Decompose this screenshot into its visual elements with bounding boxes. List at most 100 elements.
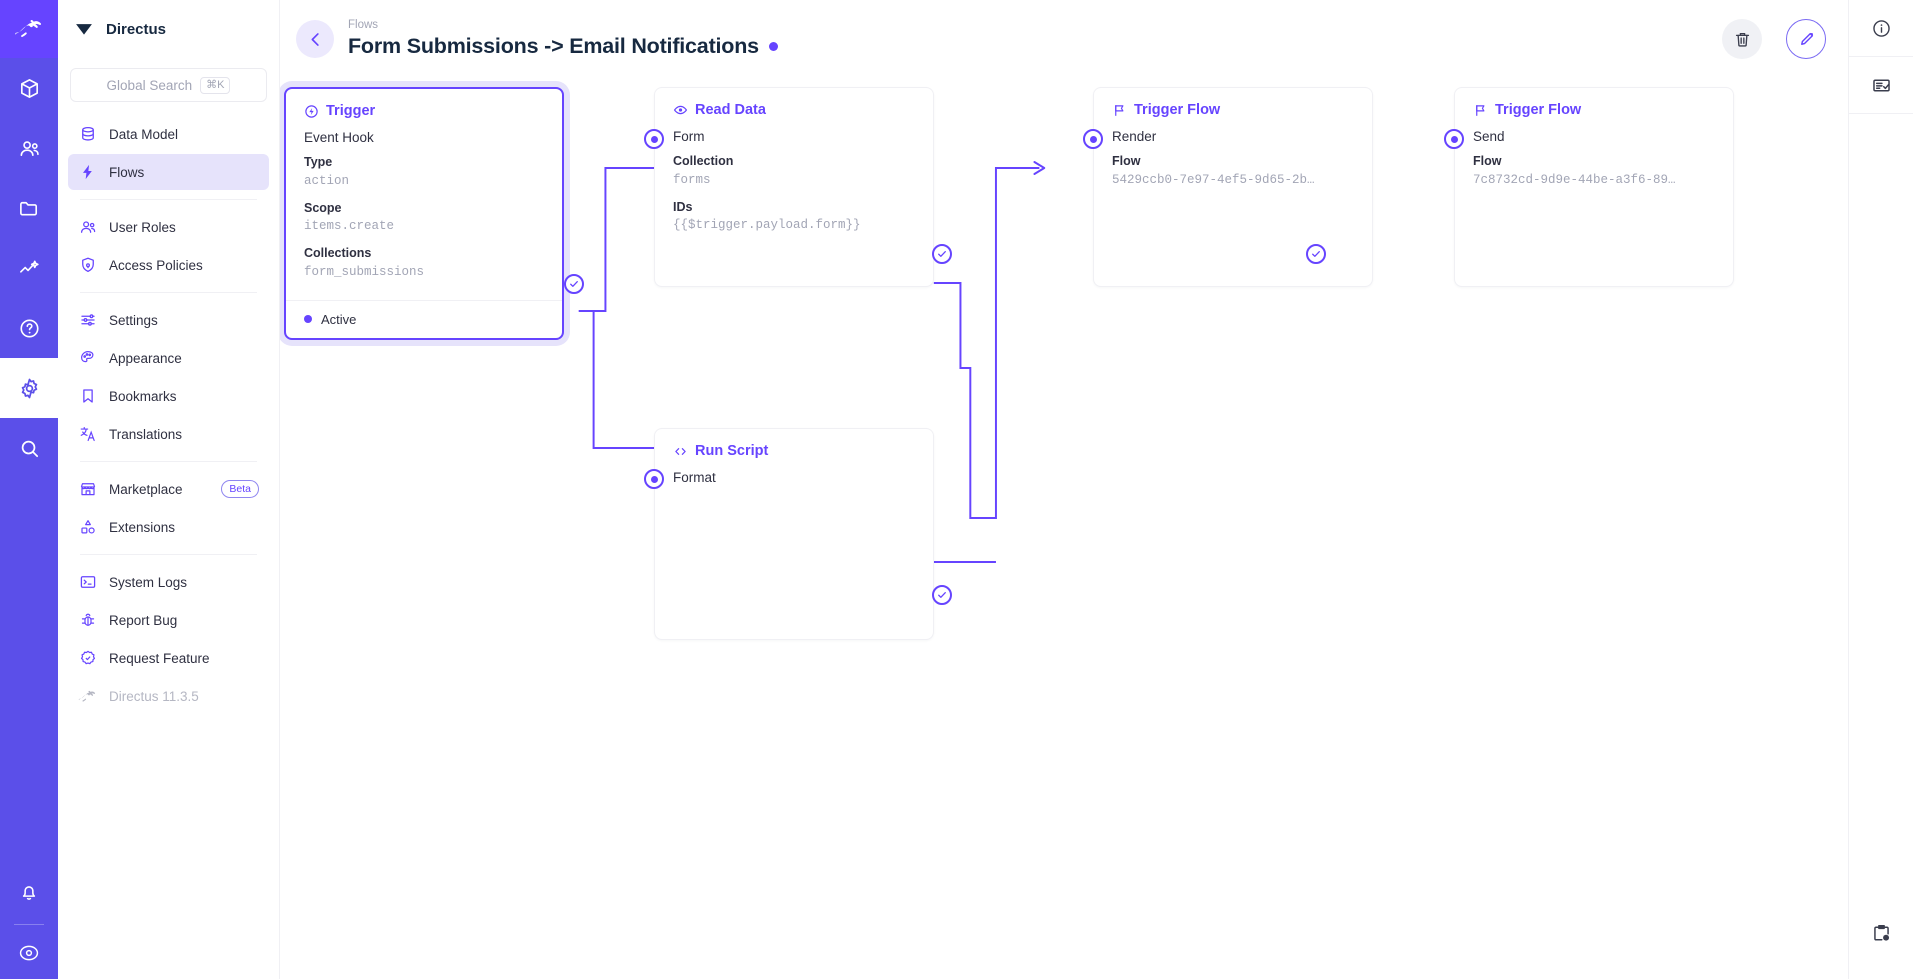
sidebar-item-user-roles[interactable]: User Roles [68, 209, 269, 245]
sidebar-item-marketplace[interactable]: Marketplace Beta [68, 471, 269, 507]
sidebar-item-label: Access Policies [109, 257, 203, 273]
sidebar-item-label: Request Feature [109, 650, 210, 666]
notifications-bell-icon[interactable] [0, 862, 58, 922]
main-area: Flows Form Submissions -> Email Notifica… [280, 0, 1848, 979]
sidebar-item-data-model[interactable]: Data Model [68, 116, 269, 152]
sliders-icon [78, 311, 97, 330]
node-field: IDs {{$trigger.payload.form}} [673, 198, 915, 236]
bug-icon [78, 611, 97, 630]
rail-divider [1848, 56, 1913, 57]
sidebar-item-access-policies[interactable]: Access Policies [68, 247, 269, 283]
info-icon[interactable] [1849, 0, 1913, 56]
account-avatar-icon[interactable] [0, 927, 58, 979]
lightning-bolt-icon [78, 163, 97, 182]
directus-rabbit-icon [78, 687, 97, 706]
terminal-icon [78, 573, 97, 592]
database-icon [78, 125, 97, 144]
render-output-port[interactable] [1306, 244, 1326, 264]
node-field: Collection forms [673, 152, 915, 190]
sidebar-item-translations[interactable]: Translations [68, 416, 269, 452]
flow-node-trigger-flow-send[interactable]: Trigger Flow Send Flow 7c8732cd-9d9e-44b… [1454, 87, 1734, 287]
flow-logs-icon[interactable] [1849, 57, 1913, 113]
field-label: Flow [1473, 154, 1502, 168]
flow-node-trigger[interactable]: Trigger Event Hook Type action Scope ite… [284, 87, 564, 340]
insights-chart-icon[interactable] [0, 238, 58, 298]
breadcrumb[interactable]: Flows [348, 19, 379, 32]
read-data-output-port[interactable] [932, 244, 952, 264]
node-body: Run Script Format [655, 429, 933, 639]
flow-node-trigger-flow-render[interactable]: Trigger Flow Render Flow 5429ccb0-7e97-4… [1093, 87, 1373, 287]
eye-icon [673, 103, 688, 118]
node-header: Trigger Flow [1473, 102, 1715, 118]
node-field: Collections form_submissions [304, 244, 544, 282]
sidebar-item-appearance[interactable]: Appearance [68, 340, 269, 376]
sidebar-item-request-feature[interactable]: Request Feature [68, 640, 269, 676]
field-value: 5429ccb0-7e97-4ef5-9d65-2b… [1112, 172, 1315, 187]
back-button[interactable] [296, 20, 334, 58]
sidebar-item-label: Directus 11.3.5 [109, 688, 199, 704]
sidebar-item-bookmarks[interactable]: Bookmarks [68, 378, 269, 414]
feature-check-icon [78, 649, 97, 668]
sidebar-divider [80, 461, 257, 462]
field-label: Collections [304, 246, 372, 260]
node-type-label: Run Script [695, 443, 769, 459]
node-name: Format [673, 470, 716, 485]
flag-icon [1112, 103, 1127, 118]
trigger-bolt-circle-icon [304, 104, 319, 119]
users-icon[interactable] [0, 118, 58, 178]
field-label: Flow [1112, 154, 1141, 168]
search-icon[interactable] [0, 418, 58, 478]
sidebar-item-report-bug[interactable]: Report Bug [68, 602, 269, 638]
sidebar-item-label: System Logs [109, 574, 188, 590]
sidebar-item-flows[interactable]: Flows [68, 154, 269, 190]
help-circle-icon[interactable] [0, 298, 58, 358]
field-label: Scope [304, 200, 342, 215]
sidebar-brand-label: Directus [106, 20, 167, 38]
sidebar-item-system-logs[interactable]: System Logs [68, 564, 269, 600]
node-field: Scope items.create [304, 199, 544, 237]
flag-icon [1473, 103, 1488, 118]
sidebar-item-label: Data Model [109, 126, 179, 142]
trigger-output-port[interactable] [564, 274, 584, 294]
delete-flow-button[interactable] [1722, 19, 1762, 59]
flow-canvas[interactable]: Trigger Event Hook Type action Scope ite… [280, 78, 1848, 979]
node-footer: Active [286, 299, 562, 338]
extensions-icon [78, 518, 97, 537]
field-value: 7c8732cd-9d9e-44be-a3f6-89… [1473, 172, 1676, 187]
bookmark-icon [78, 387, 97, 406]
sidebar-item-extensions[interactable]: Extensions [68, 509, 269, 545]
render-input-port[interactable] [1083, 129, 1103, 149]
content-box-icon[interactable] [0, 58, 58, 118]
directus-brand-mark-icon [76, 24, 92, 35]
settings-gear-icon[interactable] [0, 358, 58, 418]
send-input-port[interactable] [1444, 129, 1464, 149]
page-header: Flows Form Submissions -> Email Notifica… [280, 0, 1848, 78]
node-name: Form [673, 129, 705, 144]
node-status-label: Active [321, 311, 357, 327]
edit-flow-button[interactable] [1786, 19, 1826, 59]
sidebar-brand: Directus [58, 0, 279, 58]
rail-divider [1848, 113, 1913, 114]
port-inner-dot [1089, 135, 1097, 143]
read-data-input-port[interactable] [644, 129, 664, 149]
sidebar-divider [80, 292, 257, 293]
flow-node-run-script[interactable]: Run Script Format [654, 428, 934, 640]
sidebar-item-settings[interactable]: Settings [68, 302, 269, 338]
search-input[interactable]: Global Search ⌘K [70, 68, 267, 102]
node-body: Trigger Flow Render Flow 5429ccb0-7e97-4… [1094, 88, 1372, 286]
directus-logo-icon[interactable] [0, 0, 58, 58]
run-script-input-port[interactable] [644, 469, 664, 489]
folder-icon[interactable] [0, 178, 58, 238]
run-script-output-port[interactable] [932, 585, 952, 605]
palette-icon [78, 349, 97, 368]
sidebar-nav-list: Data Model Flows User [58, 116, 279, 716]
sidebar-divider [80, 199, 257, 200]
node-body: Trigger Flow Send Flow 7c8732cd-9d9e-44b… [1455, 88, 1733, 286]
flow-node-read-data[interactable]: Read Data Form Collection forms IDs {{$t… [654, 87, 934, 287]
node-field: Flow 7c8732cd-9d9e-44be-a3f6-89… [1473, 152, 1715, 190]
clipboard-history-icon[interactable] [1849, 905, 1913, 961]
sidebar-item-label: Appearance [109, 350, 182, 366]
search-placeholder: Global Search [106, 77, 193, 93]
page-title: Form Submissions -> Email Notifications [348, 33, 759, 58]
